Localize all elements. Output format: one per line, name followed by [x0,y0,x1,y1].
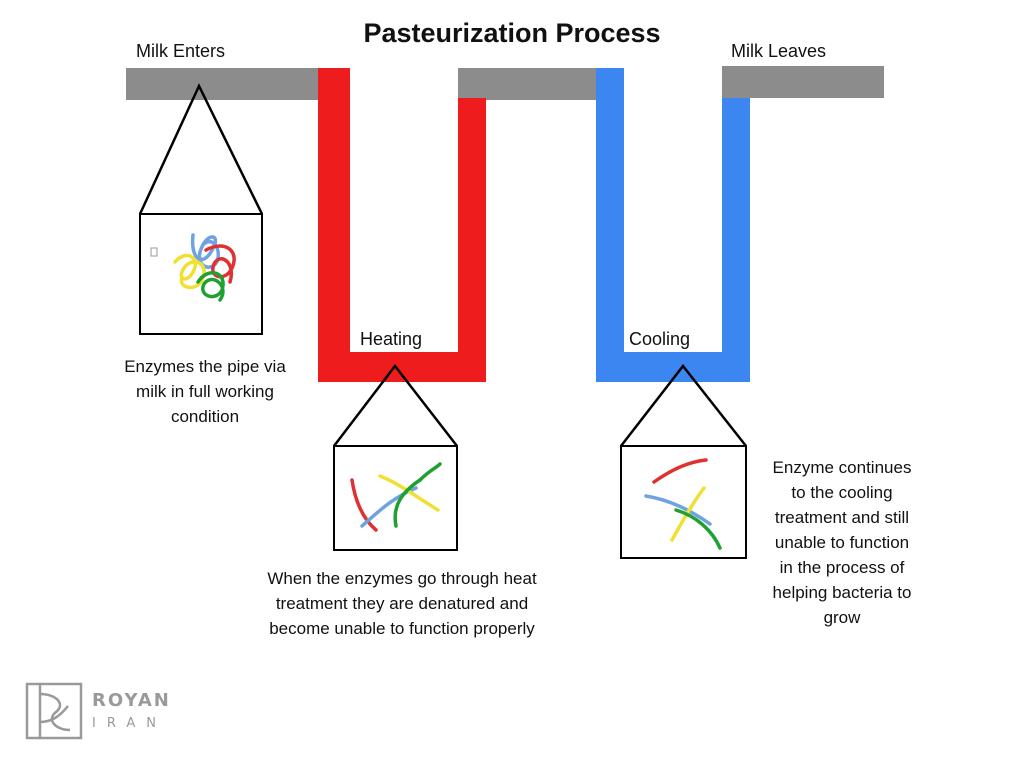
heating-description-line: become unable to function properly [269,619,535,638]
logo-line-2: IRAN [92,716,167,731]
cooling-description-line: to the cooling [791,483,893,502]
start-magnifier [138,83,264,335]
milk-leaves-label: Milk Leaves [731,41,827,61]
cooling-description-line: unable to function [774,533,910,552]
cooling-magnifier [620,363,747,559]
cooling-description-line: grow [823,608,861,627]
cooling-description-line: treatment and still [774,508,910,527]
cooling-description-line: helping bacteria to [772,583,912,602]
heating-description: When the enzymes go through heat treatme… [230,566,574,641]
diagram-title: Pasteurization Process [363,18,661,48]
start-enzyme-box [139,213,263,335]
cooled-enzymes-icon [644,458,722,550]
start-description-line: milk in full working [136,382,274,401]
cooling-label: Cooling [629,329,691,349]
logo-line-1: ROYAN [92,690,171,711]
start-description-line: Enzymes the pipe via [124,357,286,376]
heating-description-line: treatment they are denatured and [275,594,529,613]
cooling-description: Enzyme continues to the cooling treatmen… [752,455,932,630]
inlet-pipe [126,68,350,100]
heating-description-line: When the enzymes go through heat [267,569,537,588]
denatured-enzymes-icon [350,462,442,532]
cooling-enzyme-box [620,445,747,559]
start-description: Enzymes the pipe via milk in full workin… [100,354,310,429]
start-description-line: condition [170,407,240,426]
outlet-pipe [722,66,884,98]
milk-enters-label: Milk Enters [136,41,226,61]
cooling-description-line: in the process of [779,558,905,577]
middle-pipe [458,68,620,100]
cooling-description-line: Enzyme continues [772,458,912,477]
royan-logo-icon [25,682,83,740]
heating-label: Heating [360,329,423,349]
folded-enzymes-icon [150,233,236,302]
